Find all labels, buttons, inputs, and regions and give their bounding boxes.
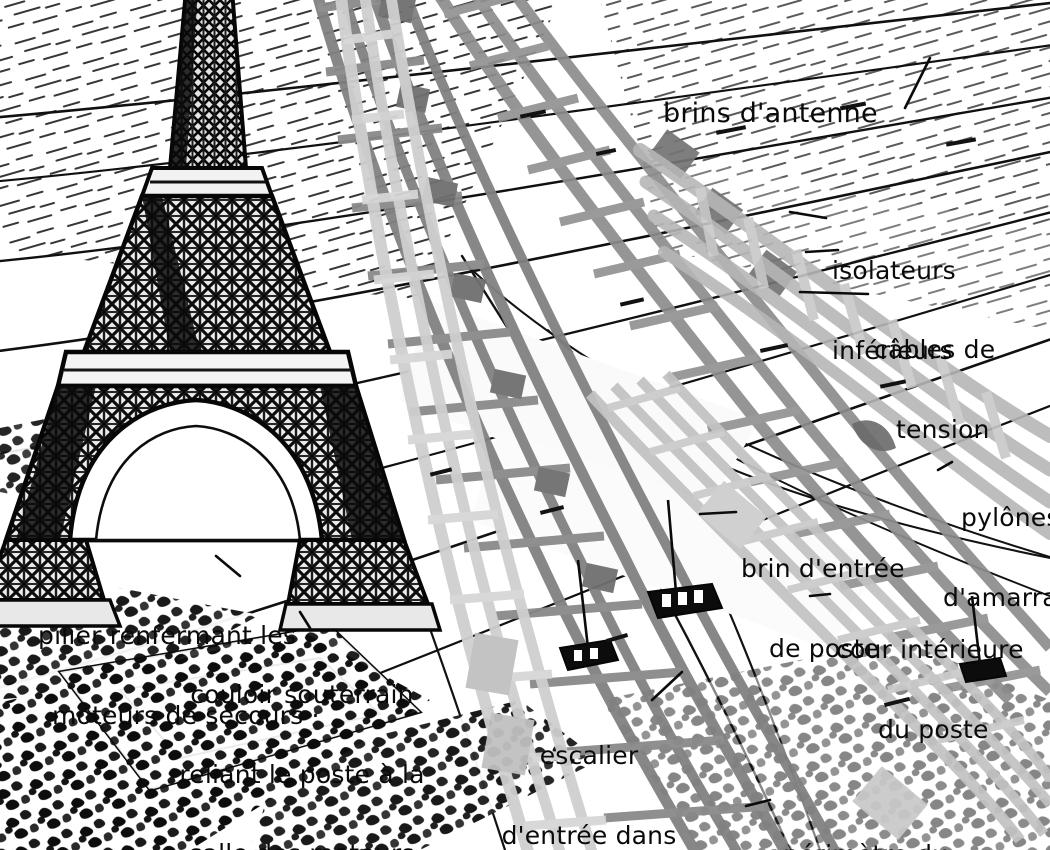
anchor-structures: [558, 499, 1008, 684]
label-leader-lines: [214, 56, 954, 808]
label-isolateurs-inferieurs: isolateurs inférieurs: [832, 256, 956, 365]
label-escalier-tsf: escalier d'entrée dans le poste de T. S.…: [501, 741, 677, 850]
label-brins-antenne: brins d'antenne: [663, 98, 878, 130]
antenna-wire-bundle-lower: [335, 0, 607, 850]
tension-cables: [633, 143, 1050, 540]
eiffel-tower: [0, 0, 443, 632]
label-brin-entree-poste: brin d'entrée de poste: [741, 554, 905, 663]
label-pilier-moteurs: pilier renfermant les moteurs de secours…: [38, 621, 320, 730]
antenna-wire-bundle-fan: [435, 0, 1050, 705]
label-pylones-amarrage: pylônes d'amarrage: [943, 503, 1050, 612]
label-cour-interieure: cour intérieure du poste: [836, 635, 1024, 744]
label-perimetre-poste: périmètre du poste souterrain: [775, 789, 983, 850]
post-entry-strands: [585, 370, 1050, 844]
label-cables-de-tension: câbles de tension: [874, 335, 996, 444]
label-couloir-souterrain: couloir souterrain reliant le poste à la…: [179, 680, 425, 850]
